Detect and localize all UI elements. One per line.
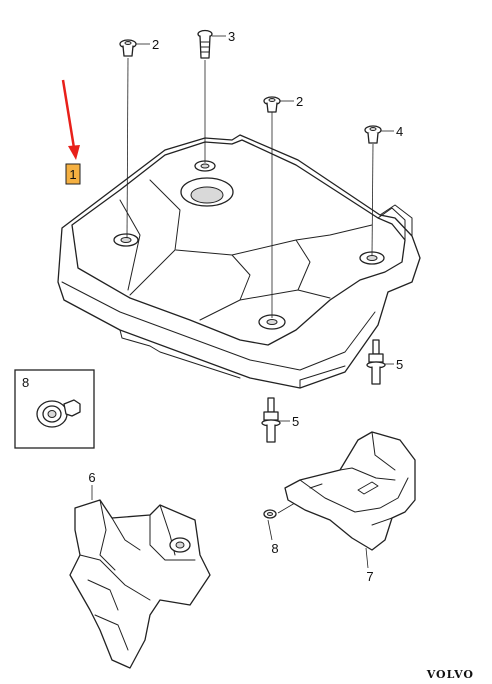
callout-highlight-box	[65, 163, 81, 185]
callout-3[interactable]: 3	[228, 29, 235, 44]
stud-part-5-lower	[261, 397, 281, 443]
brand-logo-text: VOLVO	[426, 668, 474, 681]
engine-cover	[57, 134, 421, 389]
screw-part-2-middle	[263, 96, 281, 113]
heat-shield-part-6	[69, 499, 211, 669]
callout-4[interactable]: 4	[396, 124, 403, 139]
callout-7[interactable]: 7	[366, 569, 373, 584]
stud-part-5-right	[366, 339, 386, 385]
pointer-arrow-icon	[61, 79, 80, 160]
grommet-part-8-small	[263, 509, 277, 519]
callout-2-middle[interactable]: 2	[296, 94, 303, 109]
callout-5-lower[interactable]: 5	[292, 414, 299, 429]
screw-part-2-upper	[119, 39, 137, 57]
callout-6[interactable]: 6	[88, 470, 95, 485]
inset-box-part-8	[14, 369, 95, 449]
clip-part-4	[364, 125, 382, 144]
callout-2-upper[interactable]: 2	[152, 37, 159, 52]
callout-1[interactable]: 1	[69, 167, 76, 182]
bracket-part-7	[284, 431, 416, 551]
callout-5-right[interactable]: 5	[396, 357, 403, 372]
callout-8-inset[interactable]: 8	[22, 375, 29, 390]
stud-part-3	[197, 29, 213, 59]
callout-8-lower[interactable]: 8	[271, 541, 278, 556]
